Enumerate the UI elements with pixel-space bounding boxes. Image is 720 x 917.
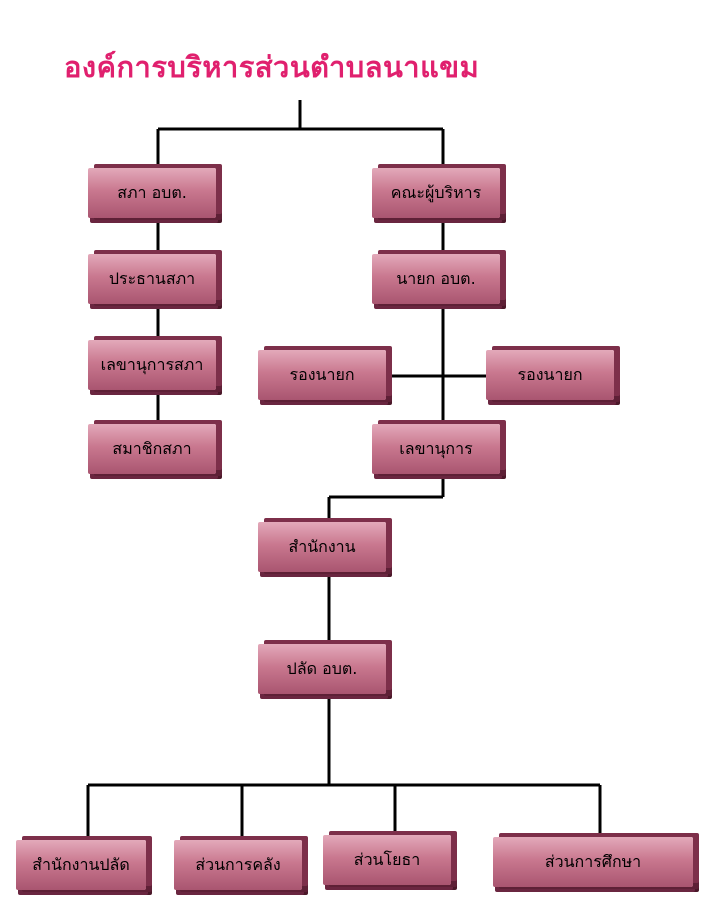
node-deputy-mayor-left: รองนายก — [258, 350, 386, 400]
node-label: สภา อบต. — [117, 182, 187, 202]
node-council-chair: ประธานสภา — [88, 254, 216, 304]
node-council-secretary: เลขานุการสภา — [88, 340, 216, 390]
node-executives: คณะผู้บริหาร — [372, 168, 500, 218]
node-education-division: ส่วนการศึกษา — [493, 837, 693, 887]
node-label: สำนักงานปลัด — [32, 854, 130, 874]
node-label: เลขานุการ — [399, 438, 473, 458]
node-chief-admin: ปลัด อบต. — [258, 644, 386, 694]
node-office: สำนักงาน — [258, 522, 386, 572]
node-label: สมาชิกสภา — [112, 438, 192, 458]
node-label: ส่วนการคลัง — [195, 854, 281, 874]
node-label: รองนายก — [517, 364, 583, 384]
node-label: ส่วนโยธา — [353, 849, 421, 869]
node-label: ปลัด อบต. — [286, 658, 358, 678]
node-label: ประธานสภา — [108, 268, 196, 288]
node-label: รองนายก — [289, 364, 355, 384]
node-office-of-chief: สำนักงานปลัด — [16, 840, 146, 890]
node-label: นายก อบต. — [396, 268, 476, 288]
node-finance-division: ส่วนการคลัง — [174, 840, 302, 890]
node-mayor: นายก อบต. — [372, 254, 500, 304]
node-deputy-mayor-right: รองนายก — [486, 350, 614, 400]
node-council-member: สมาชิกสภา — [88, 424, 216, 474]
node-label: คณะผู้บริหาร — [390, 182, 482, 202]
node-label: ส่วนการศึกษา — [544, 851, 642, 871]
node-public-works-division: ส่วนโยธา — [323, 835, 451, 885]
node-council: สภา อบต. — [88, 168, 216, 218]
node-label: เลขานุการสภา — [100, 354, 204, 374]
page-title: องค์การบริหารส่วนตำบลนาแขม — [64, 50, 480, 84]
node-secretary: เลขานุการ — [372, 424, 500, 474]
node-label: สำนักงาน — [288, 536, 356, 556]
